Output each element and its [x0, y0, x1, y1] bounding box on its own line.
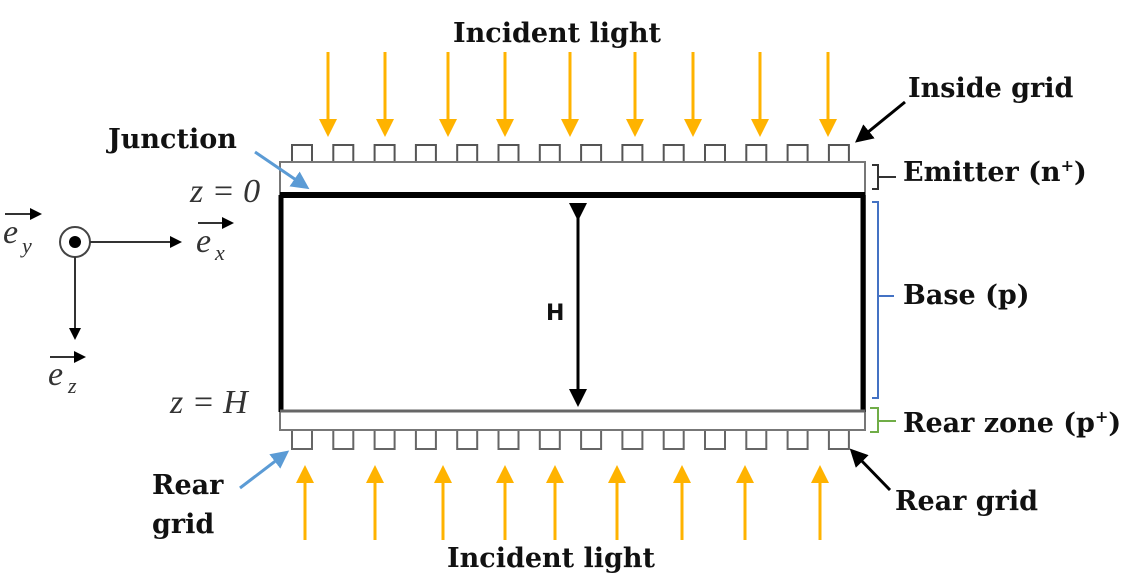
grid-finger [786, 430, 809, 450]
grid-finger [786, 144, 809, 162]
grid-finger [414, 144, 437, 162]
rear-grid-pointer-right [849, 448, 892, 492]
grid-finger [621, 144, 644, 162]
inside-grid-label: Inside grid [908, 73, 1074, 104]
base-label: Base (p) [903, 280, 1030, 311]
thickness-label: H [546, 301, 564, 326]
zH-label: z = H [169, 384, 250, 421]
incident-light-arrows-bottom [296, 465, 829, 540]
rear-grid-left-label-1: Rear [152, 470, 224, 501]
grid-finger [621, 430, 644, 450]
incident-light-bottom-label: Incident light [447, 543, 656, 574]
grid-finger [497, 430, 520, 450]
inside-grid-pointer [855, 100, 906, 143]
grid-finger [580, 144, 603, 162]
grid-finger [291, 430, 313, 450]
grid-finger [662, 144, 685, 162]
cell-outline [279, 161, 866, 431]
rear-grid-right-label: Rear grid [895, 486, 1038, 517]
rear-grid-pointer-left [239, 450, 290, 490]
base-bracket [872, 201, 894, 399]
grid-finger [456, 144, 479, 162]
grid-finger [745, 430, 768, 450]
ey-dot-icon [69, 236, 81, 248]
grid-finger [704, 144, 726, 162]
emitter-label: Emitter (n+) [903, 156, 1087, 188]
grid-finger [827, 430, 850, 450]
rear-zone-bracket [870, 407, 896, 433]
incident-light-top-label: Incident light [453, 18, 662, 49]
svg-text:x: x [214, 240, 225, 265]
grid-finger [538, 430, 561, 450]
svg-text:e: e [3, 214, 18, 251]
emitter-bracket [872, 164, 896, 190]
grid-finger [373, 430, 396, 450]
incident-light-arrows-top [319, 52, 837, 137]
grid-finger [291, 144, 313, 162]
rear-grid-left-label-2: grid [152, 509, 214, 540]
svg-text:z: z [67, 373, 77, 398]
rear-zone-label: Rear zone (p+) [903, 407, 1121, 439]
grid-finger [745, 144, 768, 162]
grid-finger [580, 430, 603, 450]
grid-finger [538, 144, 561, 162]
grid-finger [662, 430, 685, 450]
grid-finger [332, 430, 355, 450]
z0-label: z = 0 [189, 173, 260, 210]
grid-finger [373, 144, 396, 162]
grid-finger [456, 430, 479, 450]
svg-text:y: y [20, 233, 32, 258]
grid-finger [827, 144, 850, 162]
rear-grid-fingers [291, 430, 850, 450]
inside-grid-fingers [291, 144, 850, 162]
grid-finger [414, 430, 437, 450]
grid-finger [497, 144, 520, 162]
svg-text:e: e [196, 223, 211, 260]
svg-text:e: e [48, 356, 63, 393]
grid-finger [332, 144, 355, 162]
junction-pointer [254, 150, 310, 190]
junction-label: Junction [106, 124, 237, 155]
grid-finger [704, 430, 726, 450]
